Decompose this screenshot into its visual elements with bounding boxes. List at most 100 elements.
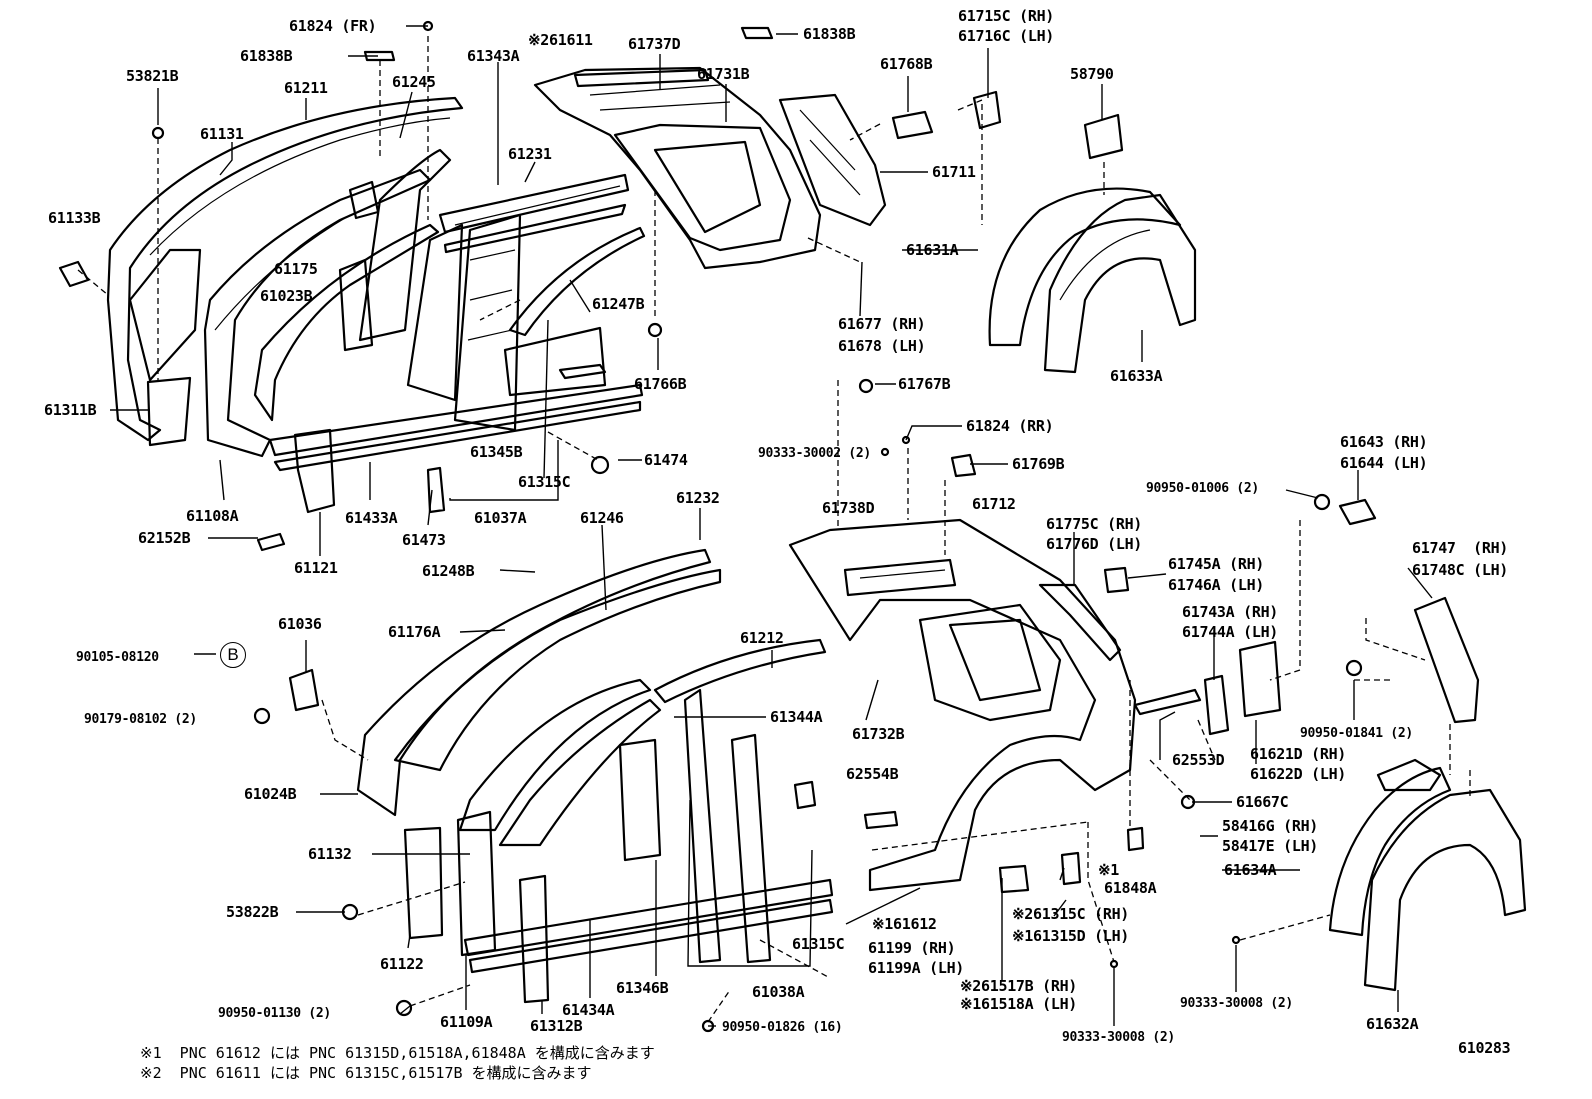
part-label-l43: 61738D bbox=[822, 499, 875, 517]
part-label-l16: 61231 bbox=[508, 145, 552, 163]
footnote-2: ※2 PNC 61611 には PNC 61315C,61517B を構成に含み… bbox=[140, 1064, 592, 1082]
part-label-l53: 61121 bbox=[294, 559, 338, 577]
part-label-l32: 61643 (RH) bbox=[1340, 433, 1428, 451]
assembly-dashed-lines bbox=[77, 36, 1471, 1023]
part-label-l82: 61199 (RH) bbox=[868, 939, 956, 957]
side-outer-panel-lower bbox=[288, 548, 899, 1004]
rear-wheel-house-upper bbox=[988, 113, 1197, 374]
part-label-l35: 61769B bbox=[1012, 455, 1065, 473]
part-label-l58: 61743A (RH) bbox=[1182, 603, 1279, 621]
part-label-l19: 61631A bbox=[906, 241, 959, 259]
part-label-l61: 61344A bbox=[770, 708, 823, 726]
part-label-l96: 90333-30008 (2) bbox=[1062, 1030, 1175, 1045]
part-label-l55: 61036 bbox=[278, 615, 322, 633]
quarter-panel-lower bbox=[788, 518, 1202, 894]
part-label-l06: 61716C (LH) bbox=[958, 27, 1055, 45]
part-label-l11: 61768B bbox=[880, 55, 933, 73]
part-label-l45: 61775C (RH) bbox=[1046, 515, 1143, 533]
part-label-l02: ※261611 bbox=[528, 31, 593, 49]
part-label-l12: 58790 bbox=[1070, 65, 1114, 83]
part-label-l86: 61038A bbox=[752, 983, 805, 1001]
part-label-l39: 61433A bbox=[345, 509, 398, 527]
part-label-l28: 61311B bbox=[44, 401, 97, 419]
part-label-l13: 61211 bbox=[284, 79, 328, 97]
part-label-l31: 90333-30002 (2) bbox=[758, 446, 871, 461]
fastener-dots bbox=[58, 20, 1363, 1033]
part-label-l30: 61345B bbox=[470, 443, 523, 461]
quarter-inner-panel-upper bbox=[533, 66, 887, 270]
part-label-l47: 61747 (RH) bbox=[1412, 539, 1509, 557]
part-label-l59: 61744A (LH) bbox=[1182, 623, 1279, 641]
part-label-l44: 61712 bbox=[972, 495, 1016, 513]
part-label-l90: 61434A bbox=[562, 1001, 615, 1019]
part-label-l01: 61824 (FR) bbox=[289, 17, 377, 35]
part-label-l14: 61245 bbox=[392, 73, 436, 91]
part-label-l22: 61247B bbox=[592, 295, 645, 313]
part-label-l03: 61737D bbox=[628, 35, 681, 53]
part-label-l27: 61767B bbox=[898, 375, 951, 393]
part-label-l54: 61248B bbox=[422, 562, 475, 580]
part-label-l97: 610283 bbox=[1458, 1039, 1511, 1057]
part-label-l73: 61132 bbox=[308, 845, 352, 863]
rear-wheel-house-lower bbox=[1203, 498, 1527, 992]
part-label-l52: 61746A (LH) bbox=[1168, 576, 1265, 594]
part-label-l89: ※161518A (LH) bbox=[960, 995, 1078, 1013]
part-label-l63: 61732B bbox=[852, 725, 905, 743]
part-label-l20: 61175 bbox=[274, 260, 318, 278]
leader-lines bbox=[110, 25, 1433, 1027]
part-label-l78: ※261315C (RH) bbox=[1012, 905, 1130, 923]
part-label-l70: 61667C bbox=[1236, 793, 1289, 811]
part-label-l17: 61711 bbox=[932, 163, 976, 181]
reference-circle-marker: B bbox=[220, 642, 246, 668]
part-label-l21: 61023B bbox=[260, 287, 313, 305]
part-label-l48: 61748C (LH) bbox=[1412, 561, 1509, 579]
part-label-l91: 90950-01130 (2) bbox=[218, 1006, 331, 1021]
part-label-l81: 61315C bbox=[792, 935, 845, 953]
part-label-l49: 62152B bbox=[138, 529, 191, 547]
part-label-l77: 53822B bbox=[226, 903, 279, 921]
part-label-l74: 61634A bbox=[1224, 861, 1277, 879]
part-label-l88: 90333-30008 (2) bbox=[1180, 996, 1293, 1011]
part-label-l92: 61109A bbox=[440, 1013, 493, 1031]
part-label-l38: 61108A bbox=[186, 507, 239, 525]
part-label-l23: 61677 (RH) bbox=[838, 315, 926, 333]
part-label-l64: 90950-01841 (2) bbox=[1300, 726, 1413, 741]
part-label-l95: 61632A bbox=[1366, 1015, 1419, 1033]
footnote-1: ※1 PNC 61612 には PNC 61315D,61518A,61848A… bbox=[140, 1044, 655, 1062]
part-label-l72: 58417E (LH) bbox=[1222, 837, 1319, 855]
part-label-l68: 62554B bbox=[846, 765, 899, 783]
part-label-l07: 61838B bbox=[240, 47, 293, 65]
part-label-l05: 61715C (RH) bbox=[958, 7, 1055, 25]
part-label-l18: 61133B bbox=[48, 209, 101, 227]
part-label-l51: 61745A (RH) bbox=[1168, 555, 1265, 573]
part-label-l09: 53821B bbox=[126, 67, 179, 85]
part-label-l04: 61838B bbox=[803, 25, 856, 43]
part-label-l67: 62553D bbox=[1172, 751, 1225, 769]
part-label-l10: 61731B bbox=[697, 65, 750, 83]
part-label-l15: 61131 bbox=[200, 125, 244, 143]
part-label-l65: 61621D (RH) bbox=[1250, 745, 1347, 763]
part-label-l87: ※261517B (RH) bbox=[960, 977, 1078, 995]
part-label-l62: 90179-08102 (2) bbox=[84, 712, 197, 727]
part-label-l26: 61766B bbox=[634, 375, 687, 393]
part-label-l40: 61037A bbox=[474, 509, 527, 527]
part-label-l60: 90105-08120 bbox=[76, 650, 159, 665]
part-label-l76: 61848A bbox=[1104, 879, 1157, 897]
part-label-l34: 61474 bbox=[644, 451, 688, 469]
part-label-l83: 61122 bbox=[380, 955, 424, 973]
part-label-l08: 61343A bbox=[467, 47, 520, 65]
part-label-l29: 61824 (RR) bbox=[966, 417, 1054, 435]
part-label-l50: 61473 bbox=[402, 531, 446, 549]
part-label-l24: 61678 (LH) bbox=[838, 337, 926, 355]
part-label-l93: 61312B bbox=[530, 1017, 583, 1035]
part-label-l71: 58416G (RH) bbox=[1222, 817, 1319, 835]
part-label-l85: 61346B bbox=[616, 979, 669, 997]
part-label-l57: 61176A bbox=[388, 623, 441, 641]
part-label-l69: 61024B bbox=[244, 785, 297, 803]
part-label-l46: 61776D (LH) bbox=[1046, 535, 1143, 553]
part-label-l37: 90950-01006 (2) bbox=[1146, 481, 1259, 496]
part-label-l33: 61644 (LH) bbox=[1340, 454, 1428, 472]
part-label-l79: ※161612 bbox=[872, 915, 937, 933]
part-label-l94: 90950-01826 (16) bbox=[722, 1020, 843, 1035]
